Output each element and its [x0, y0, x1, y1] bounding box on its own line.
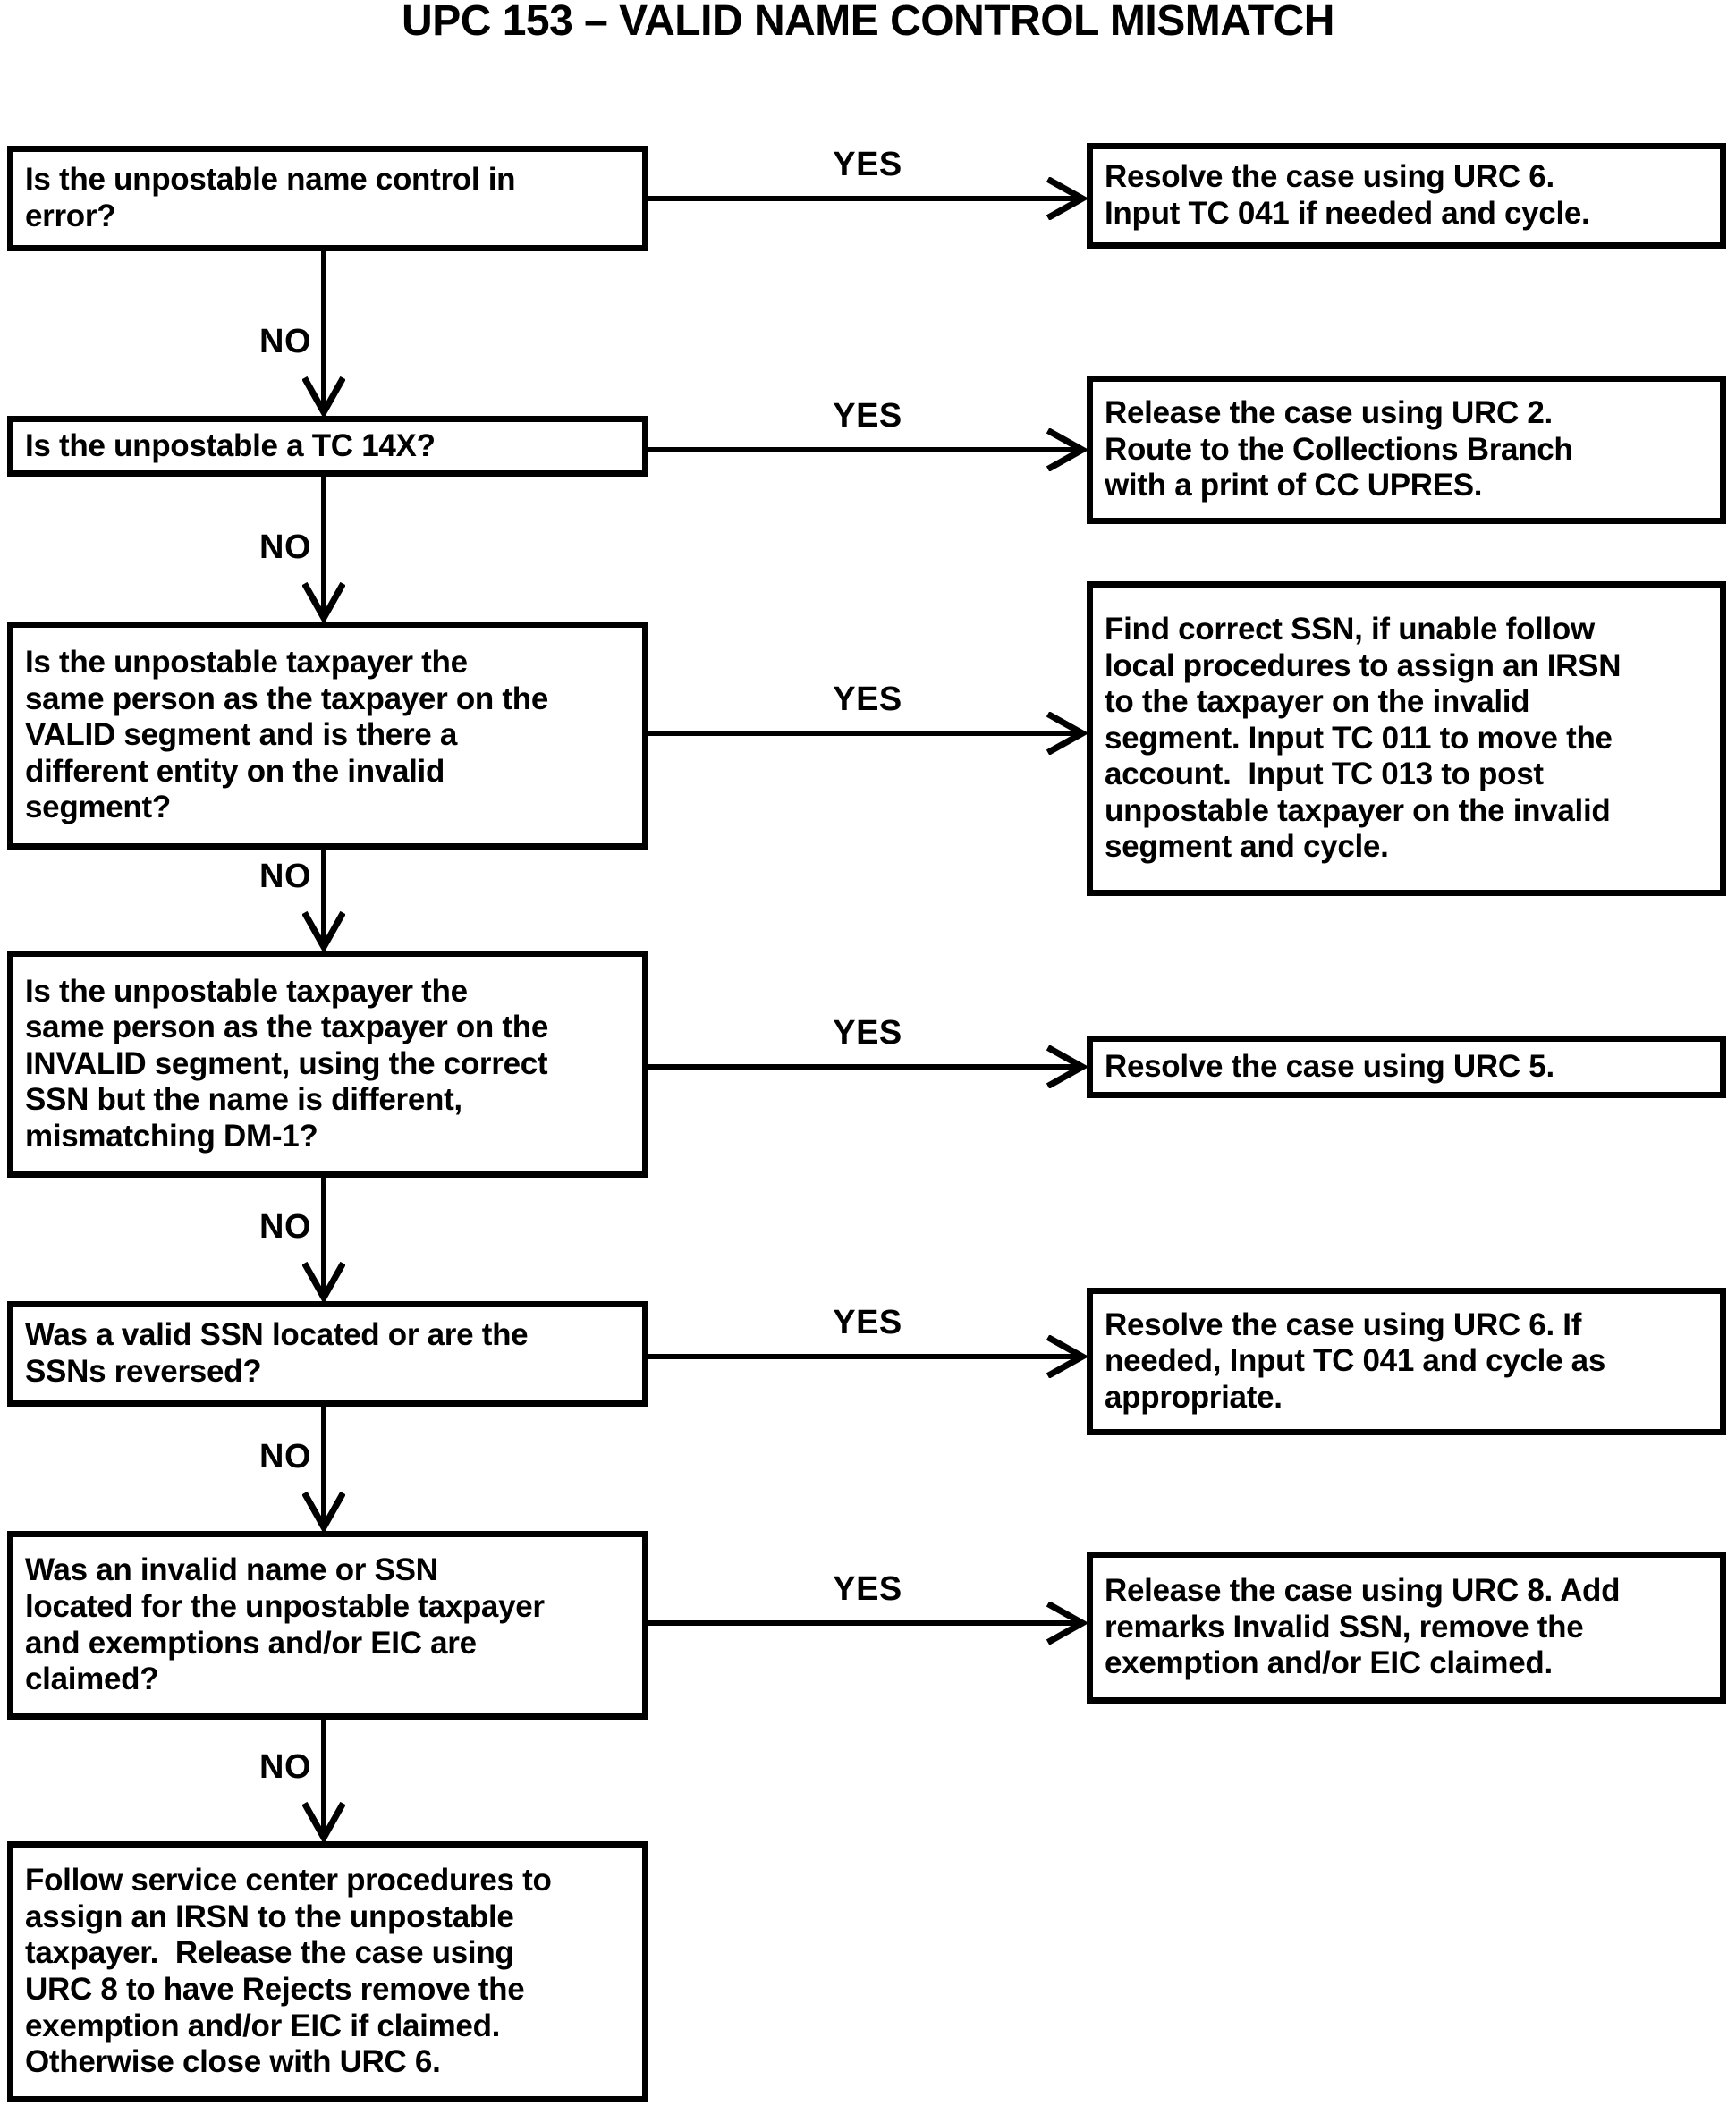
no-label-4: NO — [259, 1208, 311, 1246]
yes-label-1: YES — [833, 146, 902, 183]
terminal-text: Follow service center procedures to assi… — [25, 1863, 552, 2080]
no-label-1: NO — [259, 323, 311, 360]
question-text: Is the unpostable taxpayer the same pers… — [25, 973, 549, 1154]
no-label-2: NO — [259, 528, 311, 566]
no-label-3: NO — [259, 858, 311, 895]
action-text: Release the case using URC 2. Route to t… — [1105, 395, 1573, 503]
question-text: Is the unpostable a TC 14X? — [25, 427, 436, 463]
action-text: Release the case using URC 8. Add remark… — [1105, 1573, 1621, 1681]
question-text: Was an invalid name or SSN located for t… — [25, 1552, 545, 1697]
yes-label-6: YES — [833, 1570, 902, 1608]
action-box-3: Find correct SSN, if unable follow local… — [1087, 581, 1726, 896]
question-text: Is the unpostable taxpayer the same pers… — [25, 645, 549, 825]
action-box-4: Resolve the case using URC 5. — [1087, 1036, 1726, 1098]
action-box-2: Release the case using URC 2. Route to t… — [1087, 376, 1726, 524]
question-box-4: Is the unpostable taxpayer the same pers… — [7, 951, 648, 1178]
action-text: Resolve the case using URC 5. — [1105, 1048, 1554, 1084]
question-box-5: Was a valid SSN located or are the SSNs … — [7, 1301, 648, 1407]
terminal-box: Follow service center procedures to assi… — [7, 1841, 648, 2102]
yes-label-3: YES — [833, 681, 902, 718]
action-box-5: Resolve the case using URC 6. If needed,… — [1087, 1288, 1726, 1435]
no-label-6: NO — [259, 1748, 311, 1786]
yes-label-4: YES — [833, 1014, 902, 1052]
question-text: Was a valid SSN located or are the SSNs … — [25, 1317, 529, 1389]
question-box-3: Is the unpostable taxpayer the same pers… — [7, 622, 648, 850]
no-label-5: NO — [259, 1438, 311, 1476]
action-text: Find correct SSN, if unable follow local… — [1105, 611, 1622, 865]
action-box-6: Release the case using URC 8. Add remark… — [1087, 1552, 1726, 1704]
yes-label-5: YES — [833, 1304, 902, 1341]
action-text: Resolve the case using URC 6. Input TC 0… — [1105, 159, 1590, 231]
action-box-1: Resolve the case using URC 6. Input TC 0… — [1087, 143, 1726, 249]
question-text: Is the unpostable name control in error? — [25, 162, 516, 233]
yes-label-2: YES — [833, 397, 902, 435]
question-box-1: Is the unpostable name control in error? — [7, 146, 648, 251]
action-text: Resolve the case using URC 6. If needed,… — [1105, 1306, 1606, 1415]
question-box-6: Was an invalid name or SSN located for t… — [7, 1531, 648, 1720]
question-box-2: Is the unpostable a TC 14X? — [7, 416, 648, 477]
page-title: UPC 153 – VALID NAME CONTROL MISMATCH — [402, 0, 1334, 45]
